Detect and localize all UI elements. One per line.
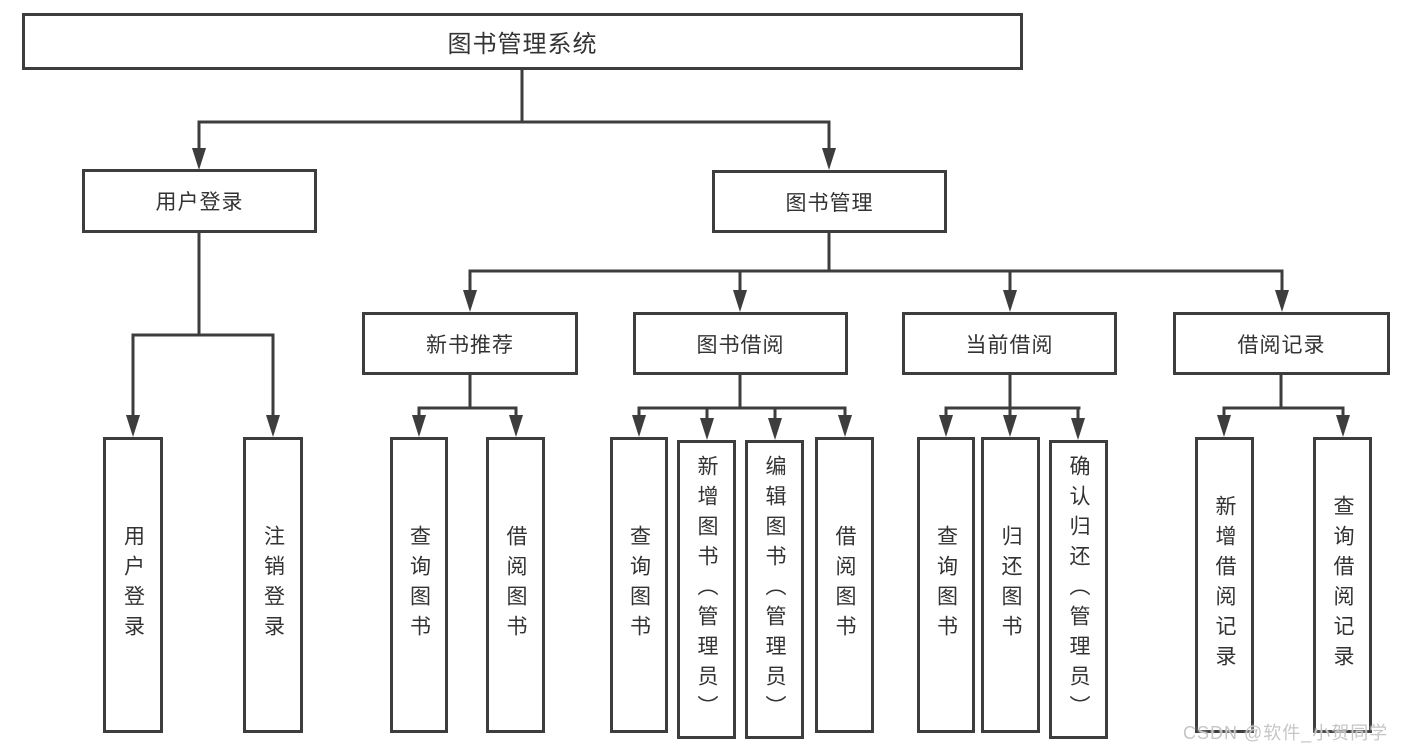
arrowhead bbox=[1071, 418, 1085, 440]
arrowhead bbox=[768, 418, 782, 440]
leaf-borrow-edit-book-admin: 编辑图书（管理员） bbox=[745, 440, 804, 739]
leaf-current-return-book: 归还图书 bbox=[981, 437, 1040, 733]
arrowhead bbox=[733, 290, 747, 312]
arrowhead bbox=[700, 418, 714, 440]
arrowhead bbox=[1275, 290, 1289, 312]
arrowhead bbox=[1217, 415, 1231, 437]
leaf-current-query-book: 查询图书 bbox=[917, 437, 975, 733]
leaf-logout: 注销登录 bbox=[243, 437, 303, 733]
node-borrow-records-label: 借阅记录 bbox=[1237, 333, 1326, 357]
leaf-user-login-label: 用户登录 bbox=[121, 525, 145, 645]
node-new-book-recommend-label: 新书推荐 bbox=[426, 333, 514, 357]
leaf-current-return-book-label: 归还图书 bbox=[999, 525, 1022, 645]
connector-current-children bbox=[939, 375, 1085, 440]
node-book-management-label: 图书管理 bbox=[785, 191, 874, 215]
connector-book-mgmt-to-level3 bbox=[463, 233, 1289, 312]
arrowhead bbox=[632, 415, 646, 437]
leaf-rec-borrow-book-label: 借阅图书 bbox=[504, 525, 527, 645]
leaf-rec-query-book-label: 查询图书 bbox=[407, 525, 431, 645]
arrowhead bbox=[266, 415, 280, 437]
node-borrow-records: 借阅记录 bbox=[1173, 312, 1390, 375]
leaf-borrow-borrow-book-label: 借阅图书 bbox=[833, 525, 856, 645]
node-user-login: 用户登录 bbox=[82, 169, 317, 233]
connector-records-children bbox=[1217, 375, 1350, 437]
arrowhead bbox=[1336, 415, 1350, 437]
node-new-book-recommend: 新书推荐 bbox=[362, 312, 578, 375]
arrowhead bbox=[1003, 415, 1017, 437]
connector-borrow-children bbox=[632, 375, 852, 440]
leaf-records-add-record-label: 新增借阅记录 bbox=[1213, 495, 1236, 675]
arrowhead bbox=[1003, 290, 1017, 312]
leaf-borrow-edit-book-admin-label: 编辑图书（管理员） bbox=[763, 454, 786, 725]
leaf-current-query-book-label: 查询图书 bbox=[934, 525, 958, 645]
node-root-system: 图书管理系统 bbox=[22, 13, 1023, 70]
node-book-borrow: 图书借阅 bbox=[633, 312, 848, 375]
leaf-user-login: 用户登录 bbox=[103, 437, 163, 733]
leaf-current-confirm-return-admin-label: 确认归还（管理员） bbox=[1067, 454, 1090, 725]
arrowhead bbox=[412, 415, 426, 437]
node-root-label: 图书管理系统 bbox=[447, 31, 598, 58]
leaf-borrow-query-book: 查询图书 bbox=[610, 437, 668, 733]
arrowhead bbox=[126, 415, 140, 437]
leaf-current-confirm-return-admin: 确认归还（管理员） bbox=[1049, 440, 1108, 739]
leaf-borrow-add-book-admin: 新增图书（管理员） bbox=[677, 440, 736, 739]
leaf-records-add-record: 新增借阅记录 bbox=[1195, 437, 1254, 733]
arrowhead bbox=[838, 415, 852, 437]
node-current-borrow: 当前借阅 bbox=[902, 312, 1117, 375]
leaf-records-query-record-label: 查询借阅记录 bbox=[1331, 495, 1354, 675]
node-book-borrow-label: 图书借阅 bbox=[696, 333, 785, 357]
arrowhead bbox=[939, 415, 953, 437]
csdn-watermark: CSDN @软件_小贺同学 bbox=[1183, 723, 1389, 743]
arrowhead bbox=[463, 290, 477, 312]
connector-new-rec-children bbox=[412, 375, 523, 437]
arrowhead bbox=[509, 415, 523, 437]
leaf-rec-borrow-book: 借阅图书 bbox=[486, 437, 545, 733]
node-user-login-label: 用户登录 bbox=[155, 191, 244, 214]
leaf-rec-query-book: 查询图书 bbox=[390, 437, 448, 733]
connector-root-to-level2 bbox=[192, 70, 836, 170]
connector-user-login-children bbox=[126, 233, 280, 437]
node-book-management: 图书管理 bbox=[712, 170, 947, 233]
leaf-borrow-borrow-book: 借阅图书 bbox=[815, 437, 874, 733]
node-current-borrow-label: 当前借阅 bbox=[965, 333, 1054, 357]
leaf-borrow-query-book-label: 查询图书 bbox=[627, 525, 651, 645]
arrowhead bbox=[192, 148, 206, 170]
leaf-records-query-record: 查询借阅记录 bbox=[1313, 437, 1372, 733]
arrowhead bbox=[822, 148, 836, 170]
leaf-borrow-add-book-admin-label: 新增图书（管理员） bbox=[695, 454, 718, 725]
leaf-logout-label: 注销登录 bbox=[261, 525, 285, 645]
